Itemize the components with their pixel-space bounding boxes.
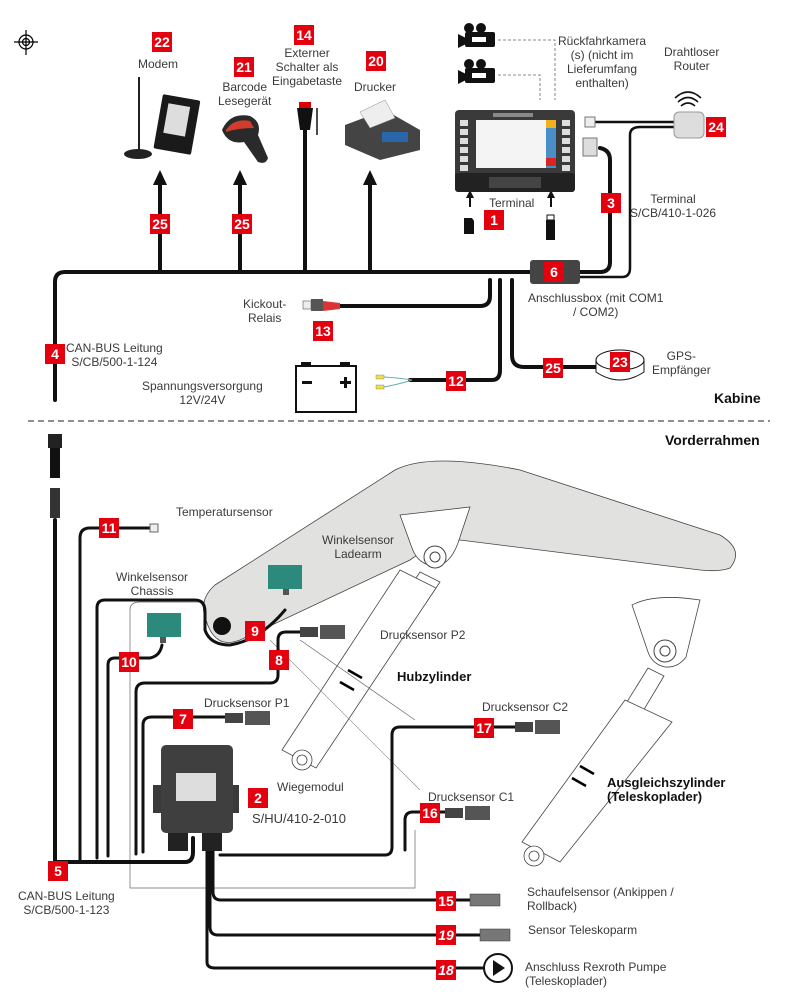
badge-13: 13 (313, 321, 333, 341)
badge-25-barcode: 25 (232, 214, 252, 234)
badge-5: 5 (48, 861, 68, 881)
badge-8: 8 (269, 650, 289, 670)
barcode-scanner (222, 115, 268, 163)
printer-label: Drucker (354, 80, 397, 94)
badge-7: 7 (173, 709, 193, 729)
badge-19: 19 (436, 925, 456, 945)
play-icon (483, 953, 513, 983)
modem-device (124, 77, 201, 159)
badge-21: 21 (234, 57, 254, 77)
camera-icon (458, 59, 495, 84)
sd-card-icon (464, 218, 474, 234)
badge-1: 1 (484, 210, 504, 230)
zone-front-frame: Vorderrahmen (665, 432, 760, 448)
lift-cylinder-label: Hubzylinder (397, 669, 472, 684)
badge-3: 3 (601, 193, 621, 213)
badge-23: 23 (610, 352, 630, 372)
weigh-module-part: S/HU/410-2-010 (252, 811, 346, 826)
badge-11: 11 (99, 518, 119, 538)
comp-cylinder-label: Ausgleichszylinder(Teleskoplader) (607, 775, 726, 804)
kickout-connector (302, 299, 340, 311)
lift-cylinder (281, 569, 441, 771)
usb-icon (546, 214, 555, 240)
cable-harness (53, 108, 678, 970)
pressure-sensor-p1 (225, 711, 270, 725)
pressure-c2-label: Drucksensor C2 (482, 700, 569, 714)
pressure-p1-label: Drucksensor P1 (204, 696, 290, 710)
camera-icon (458, 23, 495, 48)
weigh-module (153, 745, 239, 851)
compensation-cylinder (521, 667, 673, 867)
pressure-sensor-p2 (300, 625, 345, 639)
bucket-sensor (469, 893, 501, 907)
wifi-icon (674, 91, 702, 107)
badge-9: 9 (245, 621, 265, 641)
badge-22: 22 (152, 32, 172, 52)
badge-10: 10 (119, 652, 139, 672)
badge-25-gps: 25 (543, 358, 563, 378)
printer-device (345, 99, 420, 160)
external-switch (297, 102, 318, 135)
badge-14: 14 (294, 25, 314, 45)
boom-arm (203, 460, 737, 643)
temp-sensor-label: Temperatursensor (176, 505, 273, 519)
pressure-p2-label: Drucksensor P2 (380, 628, 466, 642)
angle-sensor-chassis (147, 613, 181, 643)
zone-cabin: Kabine (714, 390, 761, 406)
modem-label: Modem (138, 57, 179, 71)
badge-6: 6 (544, 262, 564, 282)
bucket-sensor-label: Schaufelsensor (Ankippen /Rollback) (527, 885, 674, 913)
tele-sensor-label: Sensor Teleskoparm (528, 923, 638, 937)
pressure-sensor-c2 (515, 720, 560, 734)
kickout-label: Kickout-Relais (243, 297, 287, 325)
badge-15: 15 (436, 891, 456, 911)
badge-17: 17 (474, 718, 494, 738)
pressure-c1-label: Drucksensor C1 (428, 790, 515, 804)
badge-4: 4 (45, 344, 65, 364)
power-leads (375, 374, 413, 390)
junction-box-label: Anschlussbox (mit COM1/ COM2) (528, 291, 664, 319)
badge-18: 18 (436, 960, 456, 980)
weigh-module-label: Wiegemodul (277, 780, 344, 794)
pressure-sensor-c1 (445, 806, 490, 820)
badge-2: 2 (248, 788, 268, 808)
badge-25-modem: 25 (150, 214, 170, 234)
terminal-label: Terminal (489, 196, 535, 210)
rexroth-label: Anschluss Rexroth Pumpe(Teleskoplader) (525, 960, 667, 988)
router-device (673, 111, 705, 139)
badge-24: 24 (706, 117, 726, 137)
battery-icon (295, 362, 357, 413)
badge-16: 16 (420, 803, 440, 823)
gps-label: GPS-Empfänger (652, 349, 711, 377)
angle-sensor-arm (268, 565, 302, 595)
telescope-sensor (479, 928, 511, 942)
terminal-device (455, 110, 575, 192)
arrow-up-icons (153, 170, 555, 207)
badge-12: 12 (446, 371, 466, 391)
badge-20: 20 (366, 51, 386, 71)
crosshair-icon (14, 30, 38, 55)
